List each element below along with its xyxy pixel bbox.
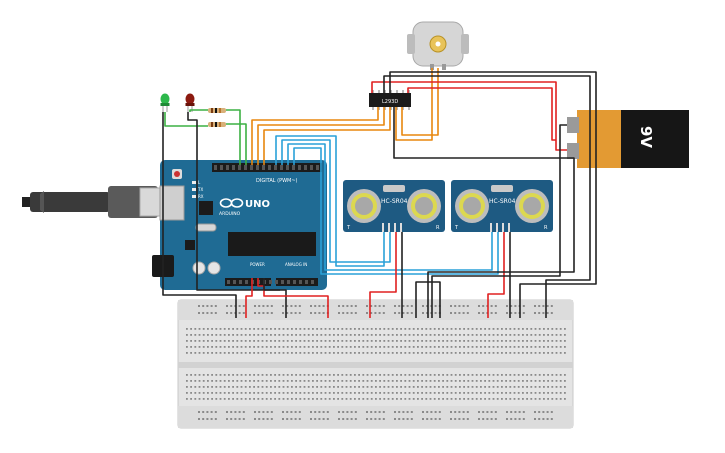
wire-blue-2 [281,139,391,263]
sensor-2-echo-label: R [544,225,548,231]
wire-black-3 [431,124,567,318]
wire-green-3 [164,112,208,127]
wire-black-led-2 [187,112,287,318]
led-green [160,93,170,112]
wire-black-4 [393,107,575,318]
wire-green-2 [226,123,247,165]
power-header-label: POWER [250,262,265,267]
wire-orange-1 [251,107,379,165]
sensor-1-trig-label: T [346,225,351,231]
wires [162,68,597,318]
battery-9v: 9V [567,110,689,168]
wire-red-3 [369,232,397,318]
driver-label: L293D [382,99,398,105]
usb-cable [22,186,167,218]
wire-black-1 [383,75,591,318]
breadboard-holes [186,305,566,420]
led-red [185,93,195,112]
board-brand-label: ARDUINO [219,211,241,217]
dc-motor [407,21,469,70]
wire-green-4 [189,109,208,112]
ultrasonic-sensor-2: HC-SR04 T R [451,180,553,232]
resistor-1 [208,108,226,113]
breadboard [177,299,574,429]
digital-header-label: DIGITAL (PWM~) [256,178,298,184]
sensor-2-trig-label: T [454,225,459,231]
ultrasonic-sensor-1: HC-SR04 T R [343,180,445,232]
wire-red-2 [257,278,329,318]
wire-black-led-1 [162,112,237,318]
usb-chip [199,201,213,215]
analog-header-label: ANALOG IN [285,262,307,267]
wire-blue-4 [293,147,499,275]
resistor-2 [208,122,226,127]
board-model-label: UNO [245,199,270,210]
wire-black-8 [415,281,441,318]
wire-blue-1 [275,135,385,267]
wire-red-1 [245,278,253,318]
wire-orange-5 [395,68,433,141]
l293d-motor-driver: L293D [369,90,411,110]
wire-black-2 [389,71,597,318]
usb-port [159,185,185,221]
battery-label: 9V [637,126,655,148]
wire-green-1 [226,109,241,165]
arduino-uno-board: DIGITAL (PWM~) UNO ARDUINO TX RX L POWER… [152,160,327,290]
wire-black-7 [263,278,280,291]
wire-orange-2 [257,107,385,165]
tx-label: TX [197,187,203,192]
analog-header [276,278,318,286]
digital-header [212,163,322,172]
wire-orange-4 [401,68,439,136]
sensor-2-label: HC-SR04 [489,198,516,205]
wire-red-6 [407,87,556,141]
sensor-1-label: HC-SR04 [381,198,408,205]
sensor-1-echo-label: R [436,225,440,231]
rx-label: RX [198,194,204,199]
wire-orange-3 [263,107,391,165]
wire-red-4 [487,232,505,318]
atmega-chip [228,232,316,256]
wire-blue-3 [287,143,493,271]
l-led-label: L [198,180,201,185]
